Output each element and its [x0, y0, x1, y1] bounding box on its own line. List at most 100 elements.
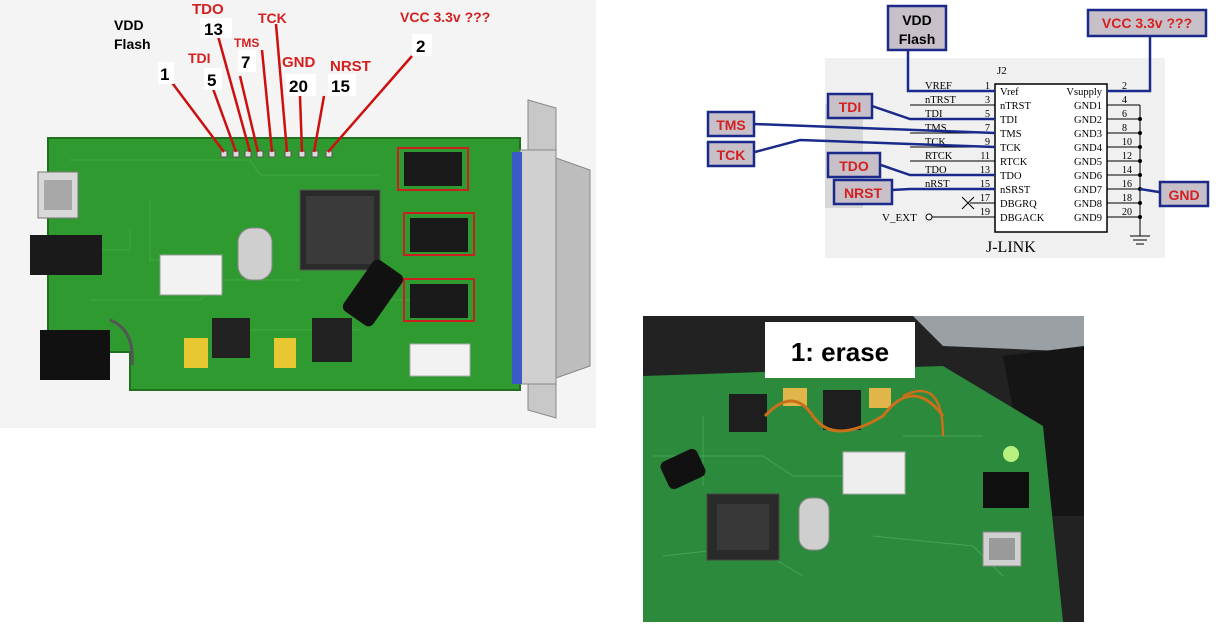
tdo-label: TDO — [192, 1, 224, 18]
no-connect-mark — [961, 196, 975, 210]
right-pin-1: 4 — [1122, 95, 1127, 106]
vcc-pin-box — [412, 34, 432, 56]
erase-caption: 1: erase — [791, 337, 889, 367]
vcc-callout: VCC 3.3v ??? — [1086, 8, 1208, 38]
tdi-pin: 5 — [207, 71, 216, 90]
left-signal-4: TCK — [925, 137, 946, 148]
inner-right-3: GND3 — [1074, 129, 1102, 140]
inner-left-9: DBGACK — [1000, 213, 1045, 224]
regulator-1 — [212, 318, 250, 358]
status-led — [1003, 446, 1019, 462]
left-pin-1: 3 — [985, 95, 990, 106]
callout-wires — [753, 36, 1166, 195]
tdo-pin: 13 — [204, 20, 223, 39]
relay — [159, 254, 223, 296]
inner-left-0: Vref — [1000, 87, 1019, 98]
tantalum-cap-2 — [869, 388, 891, 408]
audio-jack — [983, 472, 1029, 508]
db25-body — [555, 157, 591, 379]
regulator-1 — [729, 394, 767, 432]
relay — [842, 451, 906, 495]
tdo-pin-box — [200, 18, 232, 38]
right-pin-9: 20 — [1122, 207, 1132, 218]
usb-port-inner — [989, 538, 1015, 560]
left-signal-names: VREF nTRST TDI TMS TCK RTCK TDO nRST — [925, 81, 957, 190]
vdd-callout-label: VDD — [902, 12, 932, 28]
tdi-pin-box — [204, 68, 222, 90]
right-pin-4: 10 — [1122, 137, 1132, 148]
erase-jumper-wire-2 — [902, 389, 945, 437]
vdd-label: VDD — [114, 17, 144, 33]
tdi-label: TDI — [188, 50, 211, 66]
soic-highlight-2 — [403, 212, 475, 256]
left-pin-4: 9 — [985, 137, 990, 148]
inner-right-0: Vsupply — [1066, 87, 1102, 98]
regulator-2 — [823, 390, 861, 430]
right-pin-6: 14 — [1122, 165, 1132, 176]
inner-left-6: TDO — [1000, 171, 1022, 182]
left-signal-1: nTRST — [925, 95, 957, 106]
audio-jack — [30, 235, 102, 275]
tck-callout: TCK — [706, 140, 756, 168]
inner-left-1: nTRST — [1000, 101, 1032, 112]
mcu-chip-top — [306, 196, 374, 264]
electrolytic-capacitor — [660, 448, 706, 490]
left-pin-3: 7 — [985, 123, 990, 134]
crystal — [798, 497, 830, 551]
v-ext-terminal — [925, 213, 933, 221]
tms-pin: 7 — [241, 53, 250, 72]
right-pin-3: 8 — [1122, 123, 1127, 134]
jlink-schematic: J2 J-LINK V_EXT VREF nTRST TDI TMS T — [706, 4, 1210, 258]
inner-left-5: RTCK — [1000, 157, 1028, 168]
erase-jumper-wire — [763, 394, 945, 433]
v-ext-label: V_EXT — [882, 212, 917, 224]
usb-port-inner — [44, 180, 72, 210]
right-pin-5: 12 — [1122, 151, 1132, 162]
nrst-label: NRST — [330, 58, 371, 75]
left-pin-2: 5 — [985, 109, 990, 120]
db25-shell — [519, 149, 557, 385]
soic-highlight-3 — [403, 278, 475, 322]
erase-photo-panel: 1: erase — [643, 316, 1084, 622]
inner-right-names: Vsupply GND1 GND2 GND3 GND4 GND5 GND6 GN… — [1066, 87, 1102, 224]
connector-name: J-LINK — [986, 239, 1036, 256]
left-signal-3: TMS — [925, 123, 947, 134]
inner-right-2: GND2 — [1074, 115, 1102, 126]
tdi-callout: TDI — [826, 92, 874, 120]
tdo-callout: TDO — [826, 151, 882, 179]
electrolytic-capacitor — [342, 259, 404, 327]
db25-blue-strip — [512, 152, 522, 384]
left-pin-6: 13 — [980, 165, 990, 176]
left-signal-6: TDO — [925, 165, 947, 176]
left-pin-5: 11 — [980, 151, 990, 162]
left-signal-2: TDI — [925, 109, 943, 120]
gnd-callout: GND — [1158, 180, 1210, 208]
nrst-callout-label: NRST — [844, 185, 883, 201]
left-signal-0: VREF — [925, 81, 952, 92]
flash-label: Flash — [114, 36, 151, 52]
flash-callout-label: Flash — [899, 31, 936, 47]
vcc-callout-label: VCC 3.3v ??? — [1102, 15, 1192, 31]
vdd-pin-box — [158, 62, 174, 84]
tms-label: TMS — [234, 36, 259, 50]
caption-box — [765, 322, 915, 378]
regulator-2 — [312, 318, 352, 362]
vdd-callout: VDD Flash — [886, 4, 948, 52]
right-pin-0: 2 — [1122, 81, 1127, 92]
left-pin-9: 19 — [980, 207, 990, 218]
inner-left-names: Vref nTRST TDI TMS TCK RTCK TDO nSRST DB… — [1000, 87, 1045, 224]
jumper-wire — [109, 318, 134, 366]
tantalum-cap-1 — [184, 338, 208, 368]
inner-right-9: GND9 — [1074, 213, 1102, 224]
erase-photo: 1: erase — [643, 316, 1084, 622]
vcc-pin: 2 — [416, 37, 425, 56]
inner-right-5: GND5 — [1074, 157, 1102, 168]
left-pin-8: 17 — [980, 193, 990, 204]
soic-highlight-1 — [397, 147, 469, 191]
soic-chip-1 — [404, 152, 462, 186]
sticker — [409, 343, 471, 377]
tdo-callout-label: TDO — [839, 158, 869, 174]
connector-ref: J2 — [997, 65, 1007, 77]
nrst-pin-box — [328, 74, 356, 96]
tms-pin-box — [238, 50, 256, 72]
